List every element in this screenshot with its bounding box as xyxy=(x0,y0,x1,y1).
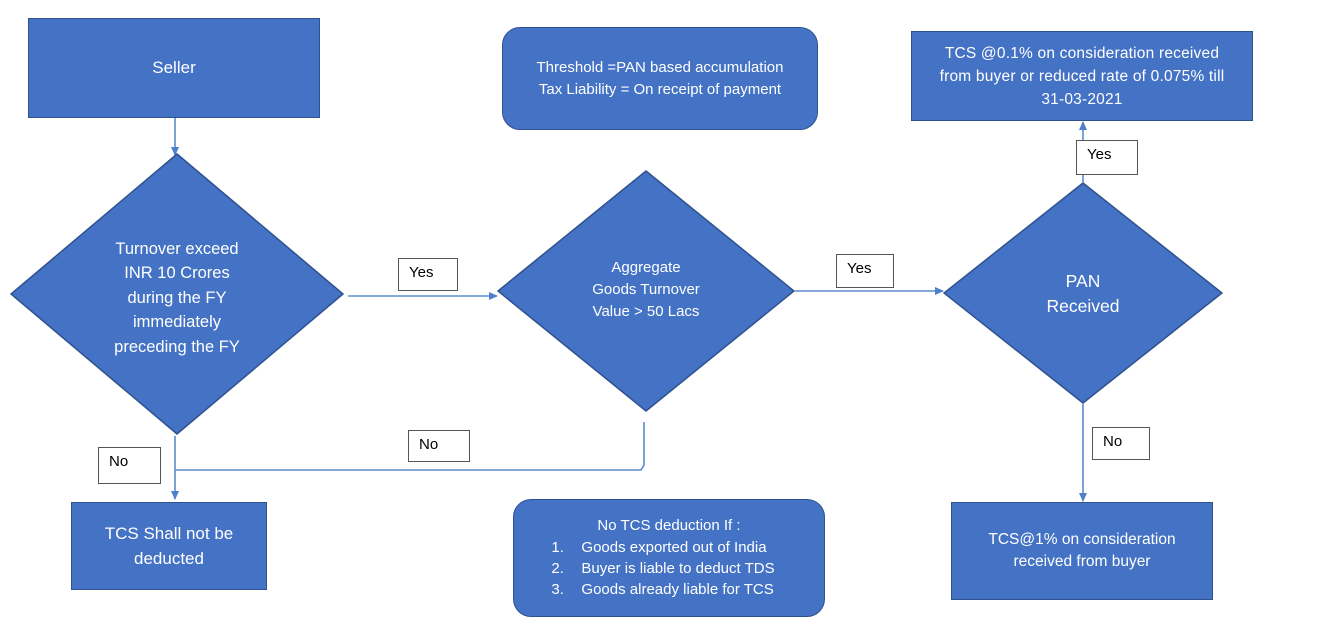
turnover-line-4: immediately xyxy=(132,313,221,332)
yes-label-turnover: Yes xyxy=(398,258,458,291)
no-label-turnover: No xyxy=(98,447,161,484)
threshold-line: Threshold =PAN based accumulation xyxy=(536,58,784,76)
no-tcs-deduction-note: No TCS deduction If : 1.Goods exported o… xyxy=(513,499,825,617)
tcs-1-percent-box: TCS@1% on consideration received from bu… xyxy=(951,502,1213,600)
list-item: 3.Goods already liable for TCS xyxy=(551,581,774,598)
tcs-reduced-line-3: 31-03-2021 xyxy=(1041,90,1123,108)
no-tcs-title: No TCS deduction If : xyxy=(597,517,741,534)
turnover-line-1: Turnover exceed xyxy=(115,239,239,258)
turnover-line-2: INR 10 Crores xyxy=(124,264,230,283)
tcs-not-line-2: deducted xyxy=(134,549,204,568)
yes-label-aggregate: Yes xyxy=(836,254,894,288)
no-tcs-conditions: 1.Goods exported out of India 2.Buyer is… xyxy=(551,537,774,600)
tcs-reduced-rate-box: TCS @0.1% on consideration received from… xyxy=(911,31,1253,121)
turnover-line-3: during the FY xyxy=(127,288,227,307)
pan-line-2: Received xyxy=(1046,296,1120,316)
aggregate-line-1: Aggregate xyxy=(611,259,681,276)
tcs-1-line-2: received from buyer xyxy=(1013,553,1151,570)
line-aggregate-no xyxy=(175,422,645,471)
no-label-aggregate: No xyxy=(408,430,470,462)
turnover-decision: Turnover exceed INR 10 Crores during the… xyxy=(10,153,344,435)
seller-box: Seller xyxy=(28,18,320,118)
aggregate-decision: Aggregate Goods Turnover Value > 50 Lacs xyxy=(497,170,795,412)
seller-label: Seller xyxy=(152,58,196,77)
tcs-not-line-1: TCS Shall not be xyxy=(104,524,234,543)
tax-liability-line: Tax Liability = On receipt of payment xyxy=(538,80,782,98)
tcs-not-deducted-box: TCS Shall not be deducted xyxy=(71,502,267,590)
pan-line-1: PAN xyxy=(1065,271,1101,291)
no-label-pan: No xyxy=(1092,427,1150,460)
list-item: 2.Buyer is liable to deduct TDS xyxy=(551,560,775,577)
tcs-reduced-line-2: from buyer or reduced rate of 0.075% til… xyxy=(939,67,1225,85)
pan-decision: PAN Received xyxy=(943,182,1223,404)
threshold-note: Threshold =PAN based accumulation Tax Li… xyxy=(502,27,818,130)
aggregate-line-2: Goods Turnover xyxy=(592,281,700,298)
yes-label-pan: Yes xyxy=(1076,140,1138,175)
tcs-reduced-line-1: TCS @0.1% on consideration received xyxy=(944,44,1220,62)
aggregate-line-3: Value > 50 Lacs xyxy=(592,303,700,320)
tcs-1-line-1: TCS@1% on consideration xyxy=(988,531,1176,548)
list-item: 1.Goods exported out of India xyxy=(551,539,767,556)
turnover-line-5: preceding the FY xyxy=(114,337,240,356)
